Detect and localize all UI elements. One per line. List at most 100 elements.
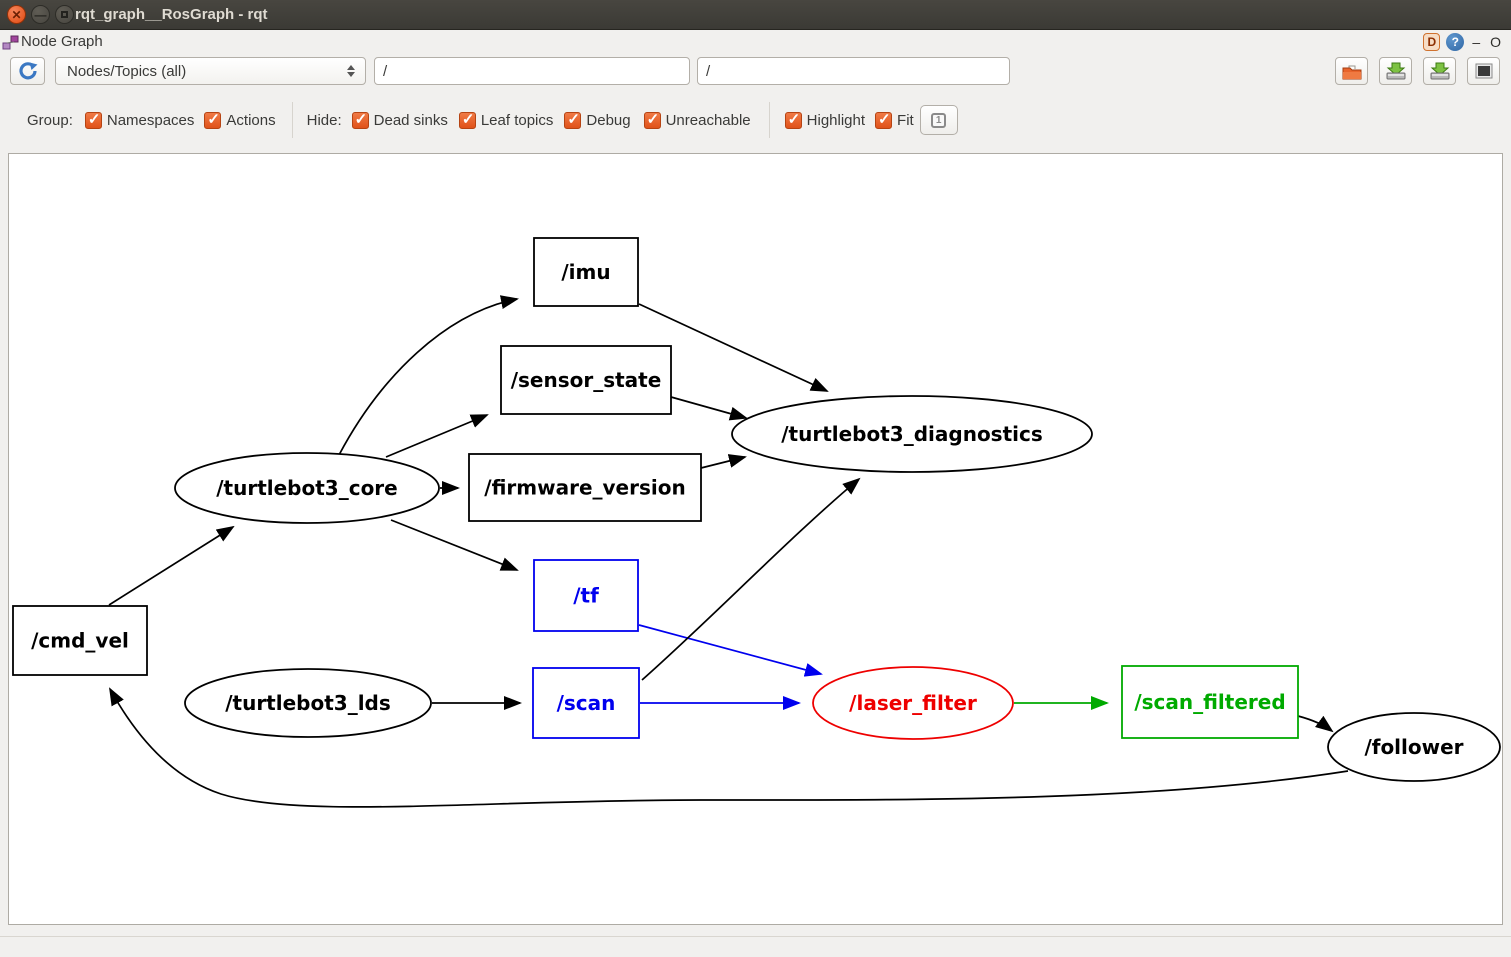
graph-edge-turtlebot3_core-to-tf (390, 519, 519, 571)
check-icon: ✓ (87, 110, 101, 128)
divider (0, 936, 1511, 937)
graph-node-label: /cmd_vel (31, 629, 129, 653)
graph-node-firmware_version: /firmware_version (468, 453, 702, 522)
checkbox-actions[interactable]: ✓ (204, 110, 222, 129)
close-icon: ✕ (11, 7, 22, 22)
namespace-filter-input[interactable]: / (374, 57, 690, 85)
refresh-icon (18, 62, 37, 80)
screenshot-icon (1475, 63, 1492, 79)
graph-node-turtlebot3_lds: /turtlebot3_lds (184, 668, 432, 738)
graph-edge-imu-to-turtlebot3_diagnostics (638, 303, 829, 392)
fit-in-view-icon: 1 (931, 112, 947, 128)
graph-edge-sensor_state-to-turtlebot3_diagnostics (670, 396, 748, 421)
graph-node-turtlebot3_core: /turtlebot3_core (174, 452, 440, 524)
window-maximize-button[interactable] (55, 5, 74, 24)
save-image-icon (1430, 62, 1449, 80)
minimize-icon: — (34, 7, 47, 22)
graph-node-label: /turtlebot3_diagnostics (781, 422, 1043, 446)
check-icon: ✓ (207, 110, 220, 128)
graph-edge-tf-to-laser_filter (638, 624, 823, 677)
dock-float-button[interactable]: O (1490, 34, 1501, 50)
checkbox-fit-label[interactable]: Fit (897, 111, 914, 129)
checkbox-namespaces-label[interactable]: Namespaces (106, 111, 195, 129)
graph-node-label: /scan (557, 691, 616, 715)
graph-node-scan: /scan (532, 667, 640, 739)
fit-in-view-button[interactable]: 1 (919, 105, 958, 135)
checkbox-highlight-label[interactable]: Highlight (806, 111, 866, 129)
checkbox-actions-label[interactable]: Actions (226, 111, 276, 129)
graph-node-label: /turtlebot3_core (216, 476, 398, 500)
refresh-button[interactable] (10, 57, 45, 85)
window-titlebar: ✕ — rqt_graph__RosGraph - rqt (0, 0, 1511, 30)
screenshot-button[interactable] (1467, 57, 1500, 85)
separator (768, 102, 770, 138)
window-close-button[interactable]: ✕ (7, 5, 26, 24)
checkbox-dead-sinks-label[interactable]: Dead sinks (373, 111, 448, 129)
checkbox-leaf-topics-label[interactable]: Leaf topics (480, 111, 554, 129)
checkbox-highlight[interactable]: ✓ (784, 110, 802, 129)
hide-label: Hide: (306, 111, 342, 129)
graph-node-sensor_state: /sensor_state (500, 345, 672, 415)
topic-filter-input[interactable]: / (697, 57, 1010, 85)
graph-node-turtlebot3_diagnostics: /turtlebot3_diagnostics (731, 395, 1093, 473)
checkbox-debug[interactable]: ✓ (564, 110, 582, 129)
open-folder-icon (1342, 65, 1361, 79)
graph-type-select[interactable]: Nodes/Topics (all) (55, 57, 366, 85)
ros-node-graph: /imu/sensor_state/turtlebot3_core/firmwa… (12, 237, 1501, 808)
spinbox-arrows-icon (347, 65, 355, 77)
dock-titlebar: Node Graph D ? – O (0, 30, 1511, 55)
graph-edge-scan_filtered-to-follower (1297, 715, 1334, 733)
checkbox-namespaces[interactable]: ✓ (84, 110, 102, 129)
window-minimize-button[interactable]: — (31, 5, 50, 24)
graph-node-cmd_vel: /cmd_vel (12, 605, 148, 676)
window-title: rqt_graph__RosGraph - rqt (75, 6, 268, 23)
load-dot-button[interactable] (1335, 57, 1368, 85)
check-icon: ✓ (787, 110, 801, 128)
graph-edge-firmware_version-to-turtlebot3_diagnostics (700, 454, 747, 469)
graph-node-label: /follower (1364, 735, 1463, 759)
checkbox-unreachable[interactable]: ✓ (643, 110, 661, 129)
graph-node-scan_filtered: /scan_filtered (1121, 665, 1299, 739)
graph-node-label: /turtlebot3_lds (225, 691, 391, 715)
group-label: Group: (27, 111, 73, 129)
options-bar: Group: ✓ Namespaces ✓ Actions Hide: ✓ De… (0, 102, 1511, 138)
graph-edge-scan-to-turtlebot3_diagnostics (641, 477, 861, 681)
save-dot-button[interactable] (1379, 57, 1412, 85)
checkbox-dead-sinks[interactable]: ✓ (351, 110, 369, 129)
graph-edge-turtlebot3_core-to-sensor_state (385, 414, 489, 458)
graph-node-label: /tf (573, 584, 599, 608)
check-icon: ✓ (646, 110, 660, 128)
checkbox-fit[interactable]: ✓ (875, 110, 893, 129)
checkbox-leaf-topics[interactable]: ✓ (458, 110, 476, 129)
check-icon: ✓ (567, 110, 580, 128)
dock-title: Node Graph (21, 33, 103, 50)
graph-node-label: /scan_filtered (1134, 690, 1285, 714)
check-icon: ✓ (461, 110, 475, 128)
save-svg-button[interactable] (1423, 57, 1456, 85)
graph-node-label: /firmware_version (484, 476, 685, 500)
graph-edge-cmd_vel-to-turtlebot3_core (108, 525, 235, 606)
help-button[interactable]: ? (1446, 33, 1465, 51)
status-bar (0, 937, 1511, 957)
separator (291, 102, 293, 138)
save-drive-icon (1386, 62, 1405, 80)
topic-filter-value: / (706, 62, 711, 80)
checkbox-unreachable-label[interactable]: Unreachable (665, 111, 751, 129)
namespace-filter-value: / (383, 62, 388, 80)
graph-node-imu: /imu (533, 237, 639, 307)
node-graph-icon (2, 35, 19, 49)
graph-edge-follower-to-cmd_vel (109, 687, 1349, 808)
maximize-icon (61, 11, 68, 18)
graph-node-label: /laser_filter (849, 691, 977, 715)
graph-node-tf: /tf (533, 559, 639, 632)
graph-node-label: /imu (561, 260, 610, 284)
check-icon: ✓ (878, 110, 891, 128)
graph-node-label: /sensor_state (511, 368, 662, 392)
check-icon: ✓ (354, 110, 368, 128)
graph-edge-turtlebot3_core-to-imu (338, 295, 519, 456)
checkbox-debug-label[interactable]: Debug (586, 111, 631, 129)
graph-canvas[interactable]: /imu/sensor_state/turtlebot3_core/firmwa… (8, 153, 1503, 925)
dock-minimize-button[interactable]: – (1472, 34, 1481, 50)
dock-d-badge: D (1423, 33, 1441, 51)
